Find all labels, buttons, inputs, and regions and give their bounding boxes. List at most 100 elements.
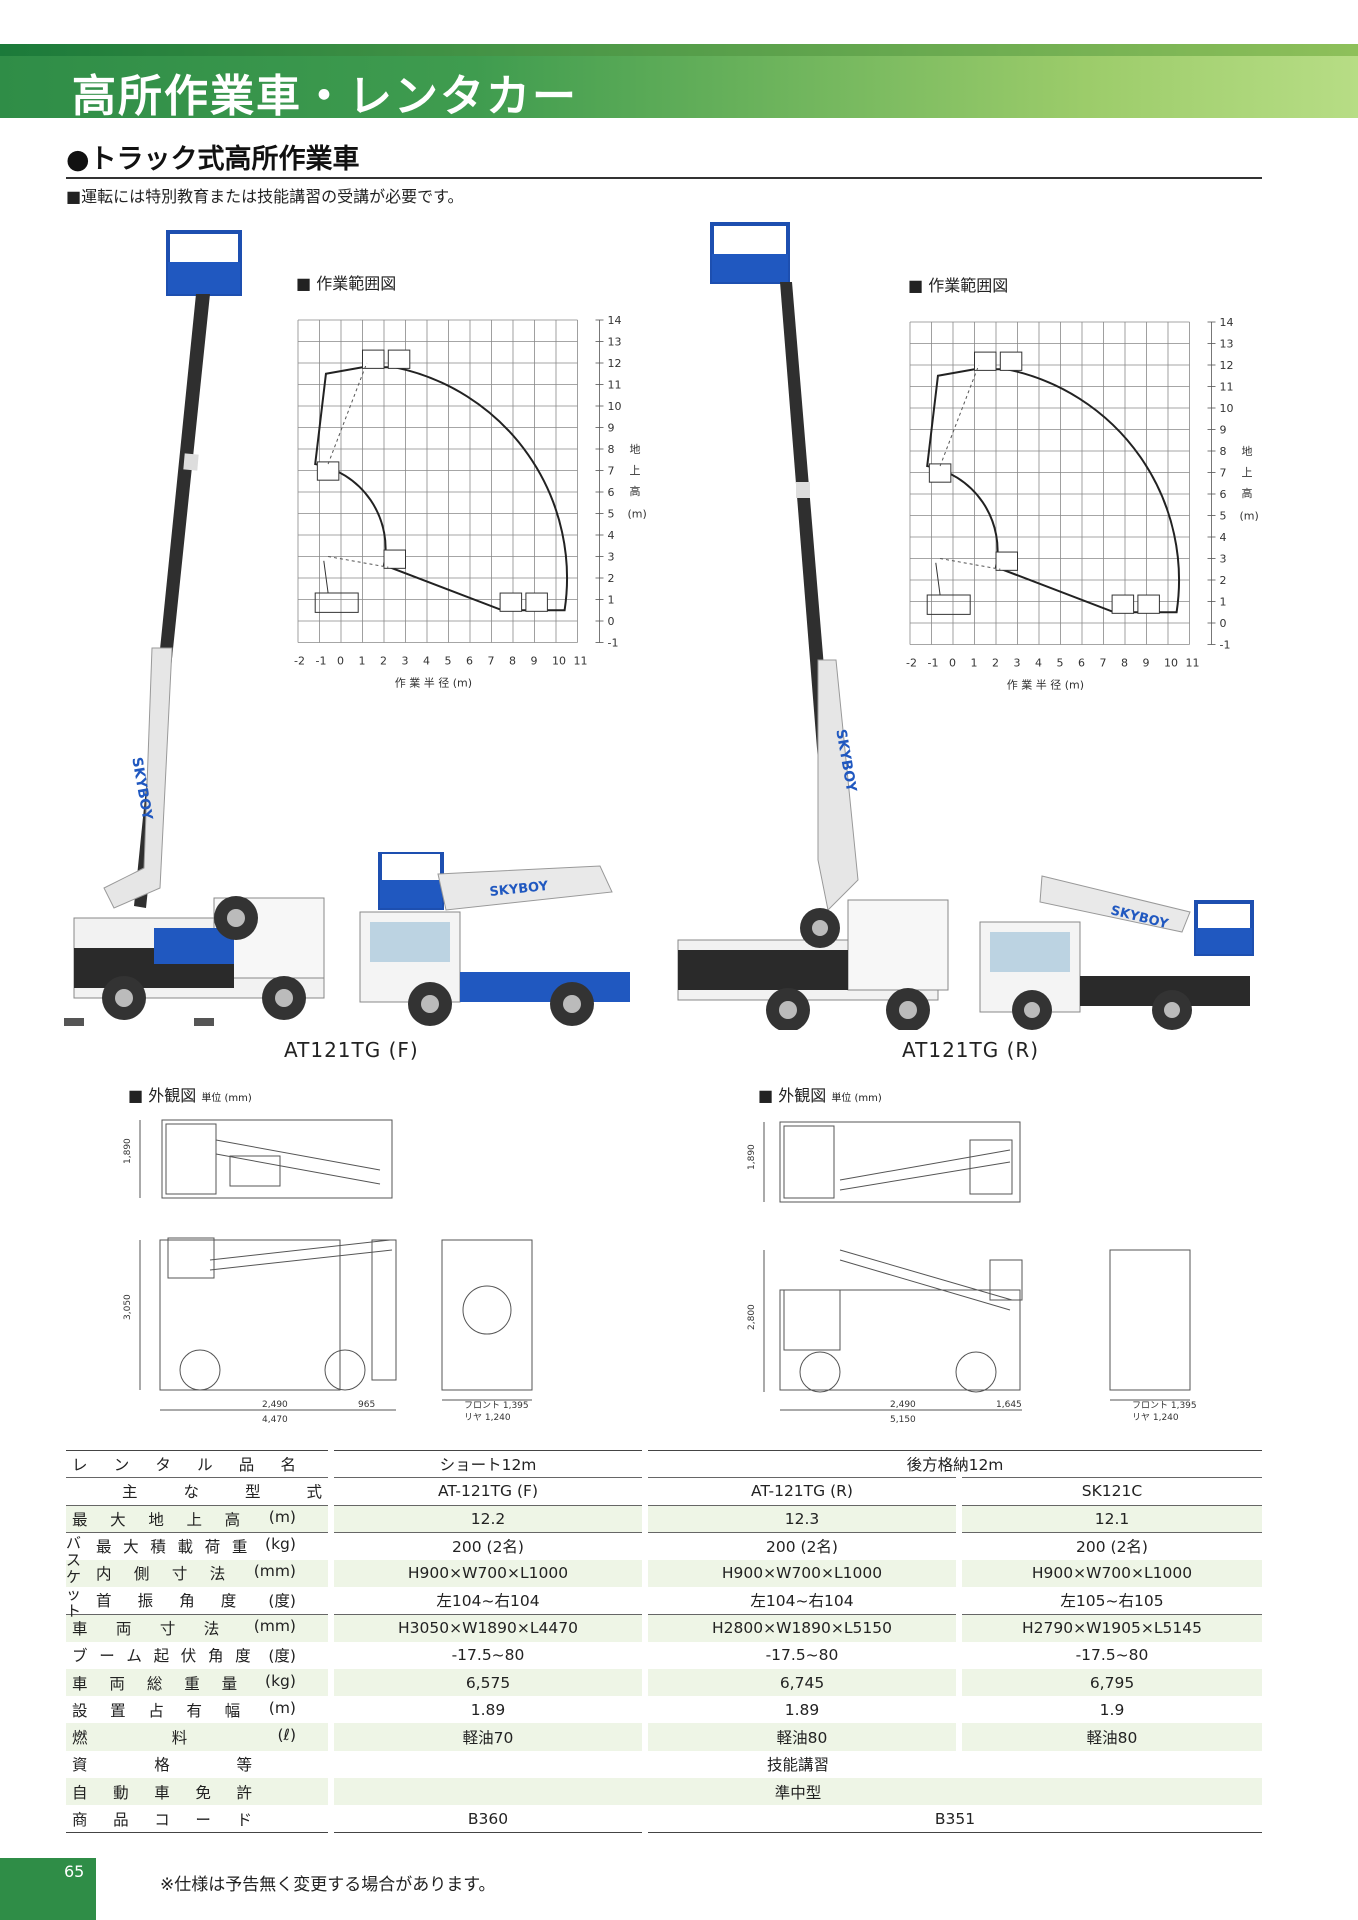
y-tick-label: 6 xyxy=(608,486,615,499)
label-char: 資 xyxy=(72,1756,88,1775)
row-label-license: 自動車免許 xyxy=(72,1781,252,1803)
x-tick-label: 5 xyxy=(445,655,452,668)
table-row-basket-size: 内側寸法(mm) H900×W700×L1000 H900×W700×L1000… xyxy=(66,1559,1262,1587)
work-range-envelope xyxy=(314,366,568,612)
cell-load-2: 200 (2名) xyxy=(642,1532,959,1560)
label-char: 設 xyxy=(72,1701,88,1720)
group-char: ケ xyxy=(66,1567,82,1586)
vehicle-photo-r-stowed: SKYBOY xyxy=(970,872,1260,1032)
group-char: ス xyxy=(66,1550,82,1569)
table-row-qualification: 資格等 技能講習 xyxy=(66,1750,1262,1779)
row-label-basket-swing: 首振角度(度) xyxy=(96,1589,296,1611)
x-tick-label: -1 xyxy=(316,655,327,668)
row-label-model: 主な型式 xyxy=(122,1480,322,1502)
group-char: ト xyxy=(66,1601,82,1620)
boom-guide-line xyxy=(939,364,1001,570)
label-char: ー xyxy=(99,1647,115,1666)
cell-qualification: 技能講習 xyxy=(328,1750,1262,1779)
truck-base-outline xyxy=(314,560,359,613)
label-char: 量 xyxy=(221,1674,238,1693)
y-tick-label: 0 xyxy=(608,615,615,628)
table-row-code: 商品コード B360 B351 xyxy=(66,1805,1262,1834)
spec-table: レンタル品名 ショート12m 後方格納12m 主な型式 AT-121TG (F)… xyxy=(66,1449,1262,1834)
basket-position-marker xyxy=(387,349,411,369)
y-axis-label-char: 高 xyxy=(630,484,641,498)
y-tick-label: 14 xyxy=(608,314,622,327)
page-title: 高所作業車・レンタカー xyxy=(72,71,578,122)
row-label-basket-load: 最大積載荷重(kg) xyxy=(96,1535,296,1557)
basket-position-marker xyxy=(928,463,952,483)
x-tick-label: 2 xyxy=(992,657,999,670)
dim-width-left: 1,890 xyxy=(123,1138,133,1164)
x-tick-label: 9 xyxy=(1143,657,1150,670)
label-char: ム xyxy=(126,1647,142,1666)
work-range-envelope xyxy=(926,368,1180,614)
exterior-unit: 単位 (mm) xyxy=(831,1093,882,1104)
y-tick-label: 2 xyxy=(608,572,615,585)
y-tick-label: 3 xyxy=(1220,553,1227,566)
vehicle-photo-f-stowed: SKYBOY xyxy=(350,852,634,1030)
cell-fuel-3: 軽油80 xyxy=(956,1723,1262,1751)
label-unit: (度) xyxy=(268,1647,296,1666)
label-char: 車 xyxy=(154,1783,170,1802)
x-tick-label: 5 xyxy=(1057,657,1064,670)
cell-width-2: 1.89 xyxy=(642,1696,959,1724)
y-tick-label: 0 xyxy=(1220,617,1227,630)
label-char: 側 xyxy=(133,1565,150,1584)
label-char: 占 xyxy=(148,1701,164,1720)
x-tick-label: 0 xyxy=(337,655,344,668)
label-unit: (mm) xyxy=(253,1562,296,1581)
row-label-code: 商品コード xyxy=(72,1808,252,1830)
basket-position-marker xyxy=(525,592,548,612)
basket-group-label: バスケット xyxy=(66,1534,82,1620)
y-tick-label: 12 xyxy=(1220,359,1234,372)
cell-short: ショート12m xyxy=(328,1449,645,1479)
cell-fuel-2: 軽油80 xyxy=(642,1723,959,1751)
cell-swing-3: 左105~右105 xyxy=(956,1586,1262,1615)
y-axis-label-char: 地 xyxy=(1242,445,1253,458)
dim-a-right: 2,490 xyxy=(890,1400,916,1410)
row-label-qualification: 資格等 xyxy=(72,1753,252,1775)
page-tab xyxy=(0,1858,96,1920)
range-chart-label-left: ■ 作業範囲図 xyxy=(296,274,397,293)
label-char: 地 xyxy=(148,1510,164,1529)
y-tick-label: 8 xyxy=(1220,445,1227,458)
y-tick-label: 5 xyxy=(608,508,615,521)
row-label-width: 設置占有幅(m) xyxy=(72,1699,296,1721)
row-label-fuel: 燃料(ℓ) xyxy=(72,1726,296,1748)
x-tick-label: 11 xyxy=(1186,657,1200,670)
x-tick-label: 0 xyxy=(949,657,956,670)
cell-width-1: 1.89 xyxy=(328,1696,645,1724)
row-label-height: 最大地上高(m) xyxy=(72,1508,296,1530)
label-char: 有 xyxy=(186,1701,202,1720)
y-tick-label: 10 xyxy=(1220,402,1234,415)
y-tick-label: 6 xyxy=(1220,488,1227,501)
label-unit: (kg) xyxy=(265,1671,296,1690)
x-tick-label: 1 xyxy=(359,655,366,668)
dim-height-right: 2,800 xyxy=(747,1304,757,1330)
label-char: 荷 xyxy=(204,1538,221,1557)
x-tick-label: 1 xyxy=(971,657,978,670)
basket-position-marker xyxy=(316,461,340,481)
brand-logo-f2: SKYBOY xyxy=(489,879,550,900)
y-tick-label: 4 xyxy=(1220,531,1227,544)
cell-swing-2: 左104~右104 xyxy=(642,1586,959,1615)
label-char: 最 xyxy=(72,1510,88,1529)
label-char: 式 xyxy=(306,1483,322,1502)
basket-position-marker xyxy=(1137,594,1160,614)
exterior-unit: 単位 (mm) xyxy=(201,1093,252,1104)
cell-vsize-1: H3050×W1890×L4470 xyxy=(328,1614,645,1642)
label-char: 品 xyxy=(113,1810,129,1829)
y-tick-label: 11 xyxy=(608,379,622,392)
section-title: ●トラック式高所作業車 xyxy=(66,144,360,175)
label-char: 伏 xyxy=(180,1647,197,1666)
label-char: 振 xyxy=(137,1592,154,1611)
label-unit: (ℓ) xyxy=(277,1726,297,1745)
label-char: 内 xyxy=(96,1565,112,1584)
footnote: ※仕様は予告無く変更する場合があります。 xyxy=(160,1875,496,1895)
x-tick-label: 4 xyxy=(1035,657,1042,670)
label-char: 主 xyxy=(122,1483,138,1502)
x-tick-label: 11 xyxy=(574,655,588,668)
cell-height-1: 12.2 xyxy=(328,1505,645,1533)
